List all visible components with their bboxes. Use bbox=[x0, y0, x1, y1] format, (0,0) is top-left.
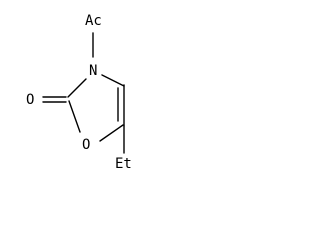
bond-ring-o-c5 bbox=[99, 124, 124, 142]
carbonyl-oxygen-label: O bbox=[26, 92, 34, 108]
ethyl-label: Et bbox=[115, 156, 132, 172]
bond-c2-ring-o bbox=[68, 100, 81, 133]
nitrogen-label: N bbox=[89, 63, 97, 79]
ring-oxygen-label: O bbox=[82, 137, 90, 153]
acetyl-label: Ac bbox=[85, 13, 102, 29]
molecule-structure: Ac N O O Et bbox=[26, 13, 132, 172]
bonds bbox=[42, 32, 125, 154]
atom-labels: Ac N O O Et bbox=[26, 13, 132, 172]
bond-n-c2 bbox=[67, 78, 87, 98]
bond-c4-n bbox=[101, 74, 125, 87]
